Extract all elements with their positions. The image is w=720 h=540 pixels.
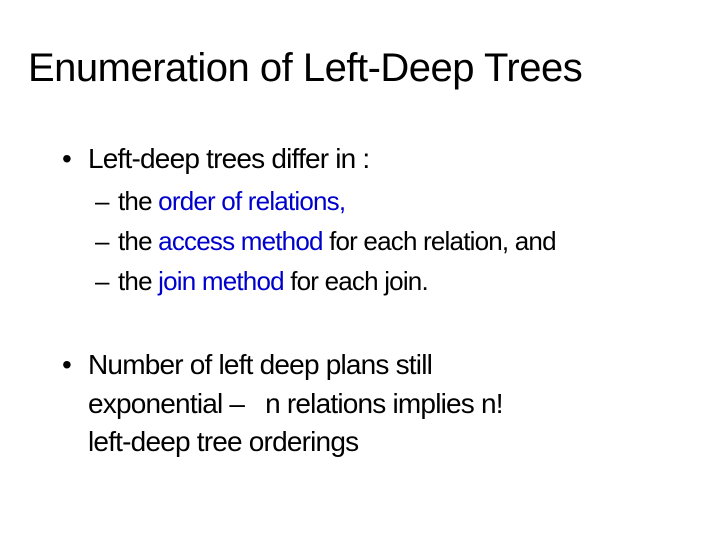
dash-icon: – xyxy=(95,186,109,216)
sub-bullet-2-text: the access method for each relation, and xyxy=(118,221,557,261)
bullet-2-line-3: left-deep tree orderings xyxy=(88,426,359,457)
slide-title: Enumeration of Left-Deep Trees xyxy=(28,46,583,90)
bullet-item-1: • Left-deep trees differ in : xyxy=(62,142,370,176)
bullet-1-text: Left-deep trees differ in : xyxy=(88,143,370,174)
sub-bullet-item-3: – the join method for each join. xyxy=(95,261,556,301)
sub-bullet-3-suffix: for each join. xyxy=(283,266,428,296)
sub-bullet-1-highlight: order of relations, xyxy=(158,186,346,216)
bullet-2-line-1: Number of left deep plans still xyxy=(88,349,433,380)
sub-bullet-2-prefix: the xyxy=(118,226,159,256)
sub-bullet-3-prefix: the xyxy=(118,266,159,296)
bullet-icon: • xyxy=(62,349,72,380)
bullet-2-line-2: exponential – n relations implies n! xyxy=(88,387,504,419)
sub-bullet-3-text: the join method for each join. xyxy=(118,261,556,301)
sub-bullet-3-highlight: join method xyxy=(158,266,284,296)
sub-bullet-list: – the order of relations, – the access m… xyxy=(95,181,557,301)
dash-icon: – xyxy=(95,266,109,296)
dash-icon: – xyxy=(95,226,109,256)
sub-bullet-2-suffix: for each relation, and xyxy=(322,226,556,256)
sub-bullet-item-1: – the order of relations, xyxy=(95,181,556,221)
sub-bullet-2-highlight: access method xyxy=(158,226,323,256)
bullet-2-text: Number of left deep plans still exponent… xyxy=(88,346,504,462)
sub-bullet-item-2: – the access method for each relation, a… xyxy=(95,221,557,261)
sub-bullet-1-text: the order of relations, xyxy=(118,181,556,221)
bullet-icon: • xyxy=(62,143,72,174)
sub-bullet-1-prefix: the xyxy=(118,186,159,216)
bullet-item-2: • Number of left deep plans still expone… xyxy=(62,346,504,462)
